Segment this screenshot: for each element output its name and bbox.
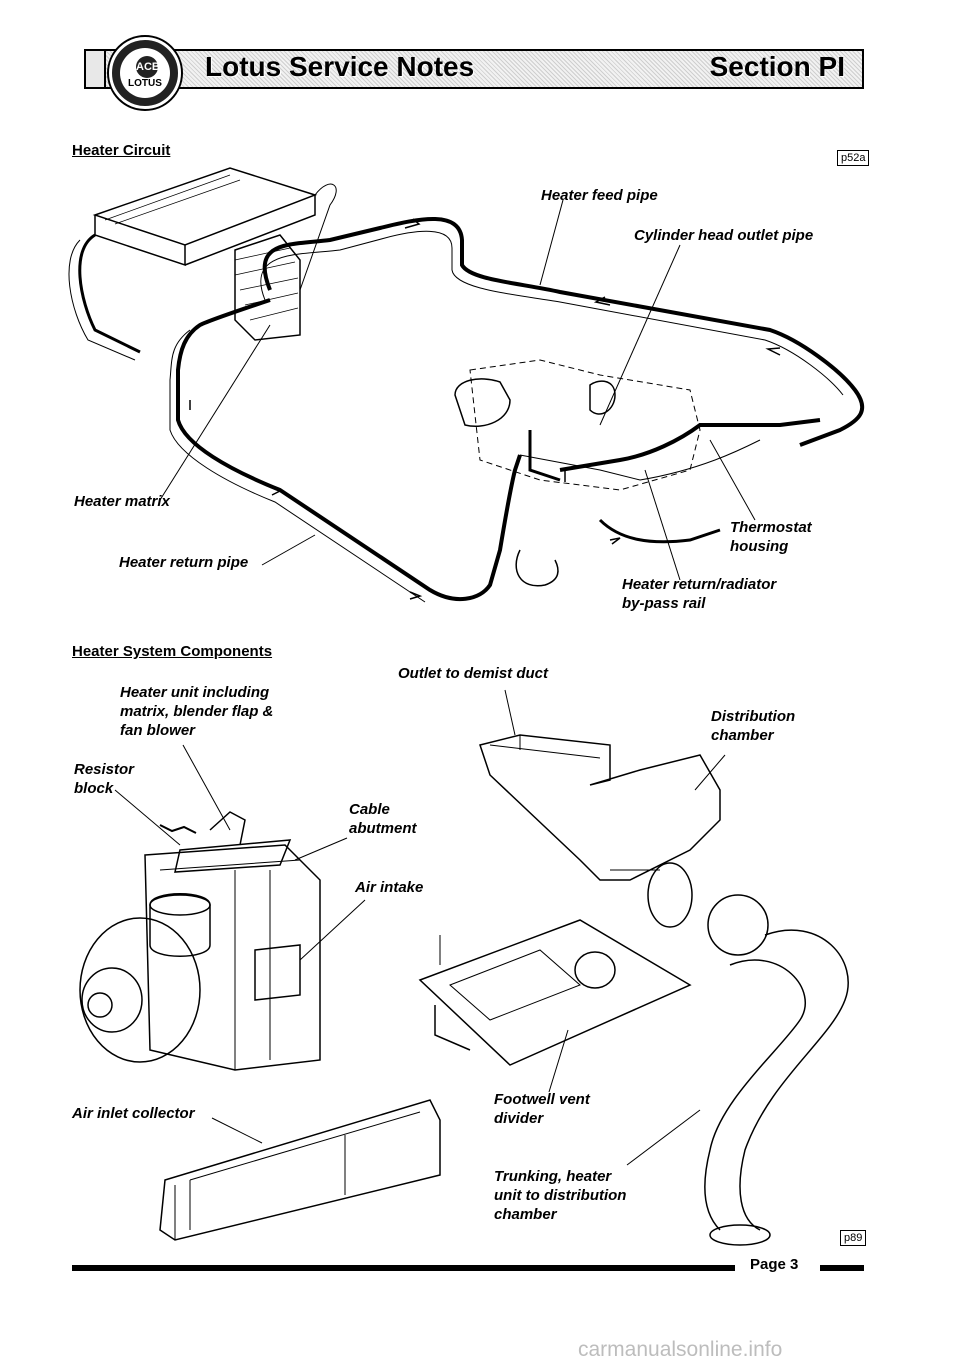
label-trunking-line2: unit to distribution [494,1187,627,1204]
document-title: Lotus Service Notes [205,51,475,82]
header-banner [84,49,864,89]
label-air-inlet-collector: Air inlet collector [72,1105,195,1122]
label-trunking-line3: chamber [494,1206,557,1223]
label-thermostat-line1: Thermostat [730,519,812,536]
watermark: carmanualsonline.info [578,1338,783,1361]
label-distribution-line2: chamber [711,727,774,744]
section-label: Section PI [709,51,845,82]
label-heater-return-pipe: Heater return pipe [119,554,249,571]
label-heater-matrix: Heater matrix [74,493,170,510]
components-figure-ref: p89 [840,1230,867,1246]
label-cylinder-head-outlet-pipe: Cylinder head outlet pipe [634,227,814,244]
lotus-logo: ACBC LOTUS [109,37,181,109]
heater-circuit-figure-ref: p52a [837,150,870,166]
label-distribution-line1: Distribution [711,708,796,725]
logo-text: LOTUS [128,78,162,89]
label-thermostat-line2: housing [730,538,789,555]
label-air-intake: Air intake [355,879,424,896]
label-heater-feed-pipe: Heater feed pipe [541,187,658,204]
footer-rule-end [820,1265,864,1271]
label-footwell-line2: divider [494,1110,544,1127]
page-number: Page 3 [750,1256,799,1273]
label-heater-unit-line3: fan blower [120,722,196,739]
label-outlet-demist-duct: Outlet to demist duct [398,665,548,682]
label-resistor-line2: block [74,780,114,797]
label-heater-unit-line2: matrix, blender flap & [120,703,274,720]
label-heater-unit-line1: Heater unit including [120,684,270,701]
label-trunking-line1: Trunking, heater [494,1168,612,1185]
label-footwell-line1: Footwell vent [494,1091,590,1108]
heater-circuit-heading: Heater Circuit [72,142,171,159]
footer-rule [72,1265,735,1271]
label-cable-line2: abutment [349,820,417,837]
label-resistor-line1: Resistor [74,761,135,778]
components-heading: Heater System Components [72,643,273,660]
label-bypass-line2: by-pass rail [622,595,706,612]
label-cable-line1: Cable [349,801,390,818]
label-bypass-line1: Heater return/radiator [622,576,777,593]
banner-end-block [84,49,106,89]
